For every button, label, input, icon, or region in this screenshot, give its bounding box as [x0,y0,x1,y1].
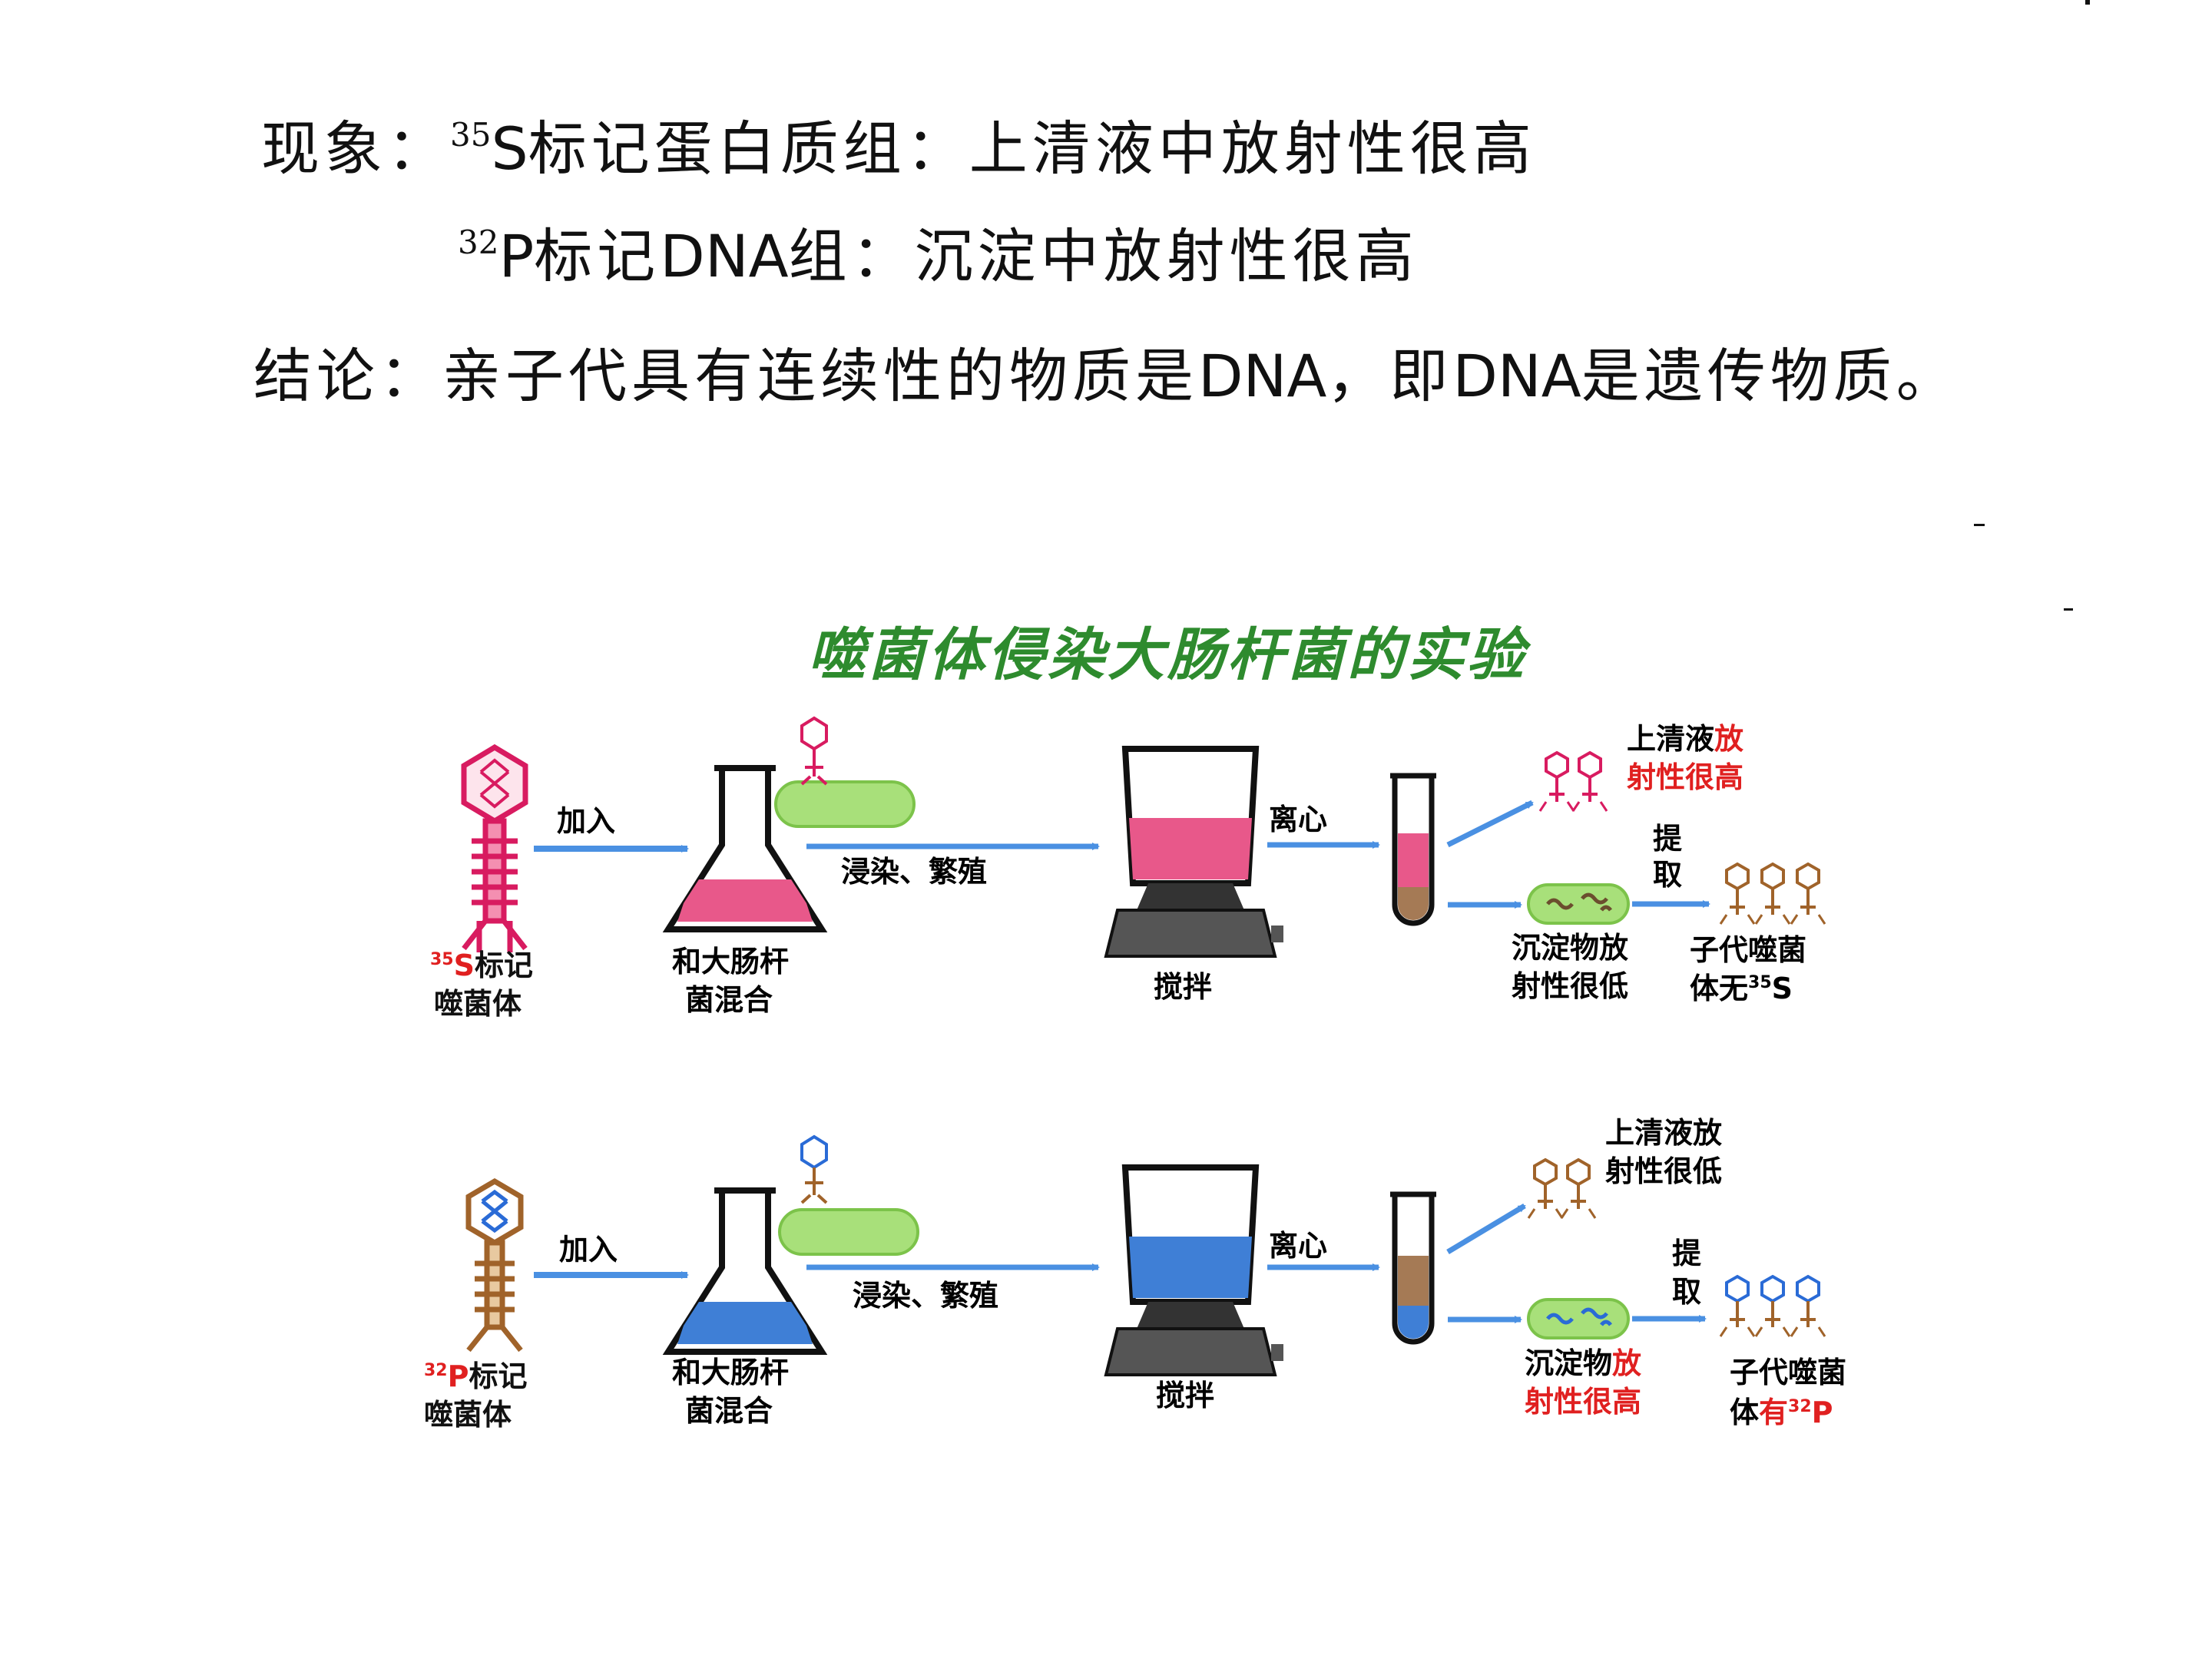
observation-label: 现象： [261,114,450,183]
progeny-label: 子代噬菌 [1730,1356,1846,1389]
dna-fragment [1546,1307,1612,1326]
supernatant-label-2: 射性很高 [1627,760,1743,794]
edge-mark [1974,524,1985,526]
phage-icon [461,743,528,952]
phage-icon [800,716,828,786]
bacterium-icon [778,1208,919,1256]
mix-label: 和大肠杆 [672,1356,789,1389]
extract-label-2: 取 [1653,858,1682,892]
sediment-label: 沉淀物放 [1512,931,1628,965]
diagram-title: 噬菌体侵染大肠杆菌的实验 [808,622,1532,688]
mix-label: 和大肠杆 [672,945,789,979]
phage-label: 32P标记 [424,1359,528,1393]
observation-text: 组：沉淀中放射性很高 [788,222,1419,290]
element-symbol: P [498,222,535,290]
superscript: 32 [458,224,499,261]
phage-coat-icon [1527,1157,1597,1220]
centrifuge-label: 离心 [1269,803,1327,836]
extract-label: 提 [1672,1237,1701,1270]
bacterium-icon [774,780,916,828]
edge-mark [2085,0,2090,5]
edge-mark [2064,608,2073,611]
observation-line-1: 现象：35S标记蛋白质组：上清液中放射性很高 [261,101,1536,186]
flask-icon [662,765,828,932]
phage-label-2: 噬菌体 [434,987,522,1021]
phage-icon [465,1177,524,1353]
conclusion-text: 是遗传物质。 [1581,342,1959,410]
arrow-icon [1446,1203,1526,1255]
supernatant-label: 上清液放 [1605,1116,1722,1150]
dna-fragment [1546,892,1612,912]
mix-label-2: 菌混合 [685,983,773,1017]
progeny-label: 子代噬菌 [1690,933,1806,967]
infect-label: 浸染、繁殖 [853,1279,998,1313]
test-tube-icon [1390,773,1436,926]
experiment-diagram: 噬菌体侵染大肠杆菌的实验 35S标记 噬菌体 加入 和大肠杆 菌混合 [424,622,1846,1432]
flask-icon [662,1187,828,1355]
progeny-label-2: 体有32P [1730,1396,1833,1429]
supernatant-label-2: 射性很低 [1605,1154,1722,1188]
stir-label: 搅拌 [1154,970,1212,1004]
add-label: 加入 [559,1233,618,1267]
dna-text: DNA [1198,342,1327,410]
conclusion-text: 亲子代具有连续性的物质是 [442,342,1198,410]
progeny-label-2: 体无35S [1690,972,1793,1005]
phage-label-2: 噬菌体 [424,1398,512,1432]
progeny-phage-icon [1719,1274,1826,1338]
sediment-label: 沉淀物放 [1525,1346,1641,1380]
conclusion-label: 结论： [253,342,442,410]
blender-icon [1104,1164,1283,1376]
sediment-label-2: 射性很高 [1525,1385,1641,1419]
dna-text: DNA [1452,342,1581,410]
bacterium-icon [1527,1298,1630,1339]
test-tube-icon [1390,1191,1436,1345]
supernatant-label: 上清液放 [1627,722,1743,756]
dna-text: DNA [660,222,789,290]
conclusion-text: ，即 [1326,342,1453,410]
extract-label: 提 [1653,822,1682,856]
superscript: 35 [450,116,492,154]
phage-label: 35S标记 [430,949,533,982]
extract-label-2: 取 [1672,1275,1701,1309]
blender-icon [1104,746,1283,958]
row-35s: 35S标记 噬菌体 加入 和大肠杆 菌混合 浸染、繁殖 [430,716,1826,1021]
phage-icon [800,1134,828,1204]
conclusion-line: 结论：亲子代具有连续性的物质是DNA，即DNA是遗传物质。 [253,329,1959,413]
observation-text: 标记 [534,222,661,290]
sediment-label-2: 射性很低 [1512,969,1628,1003]
add-label: 加入 [557,804,615,838]
row-32p: 32P标记 噬菌体 加入 和大肠杆 菌混合 浸染、繁殖 [424,1116,1846,1432]
infect-label: 浸染、繁殖 [841,855,987,889]
element-symbol: S [491,114,528,183]
arrow-icon [1446,800,1534,848]
centrifuge-label: 离心 [1269,1229,1327,1263]
observation-text: 标记蛋白质组：上清液中放射性很高 [528,114,1536,183]
phage-coat-icon [1538,750,1608,813]
progeny-phage-icon [1719,862,1826,926]
observation-line-2: 32P标记DNA组：沉淀中放射性很高 [458,209,1419,293]
bacterium-icon [1527,883,1630,925]
stir-label: 搅拌 [1156,1379,1214,1412]
mix-label-2: 菌混合 [685,1394,773,1428]
